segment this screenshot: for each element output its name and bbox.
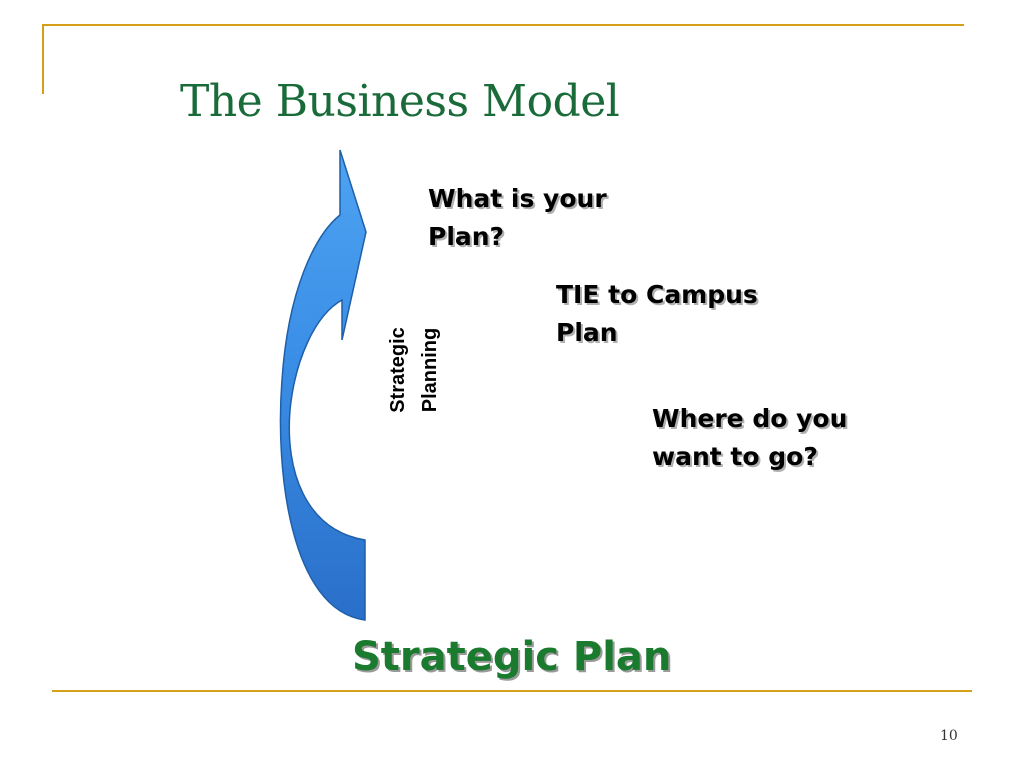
arrow-shape <box>279 149 367 621</box>
question-plan-line1: What is your <box>428 184 607 213</box>
slide-title: The Business Model <box>180 76 620 127</box>
question-goal: Where do you want to go? <box>652 400 912 476</box>
arrow-label-line2: Planning <box>419 327 441 413</box>
question-campus-line1: TIE to Campus <box>556 280 758 309</box>
question-goal-line2: want to go? <box>652 442 818 471</box>
frame-top-line <box>42 24 964 26</box>
question-campus: TIE to Campus Plan <box>556 276 826 352</box>
strategic-plan-heading: Strategic Plan <box>352 634 672 680</box>
question-plan-line2: Plan? <box>428 222 505 251</box>
page-number: 10 <box>940 728 958 744</box>
curved-up-arrow <box>279 149 367 621</box>
question-campus-line2: Plan <box>556 318 618 347</box>
question-plan: What is your Plan? <box>428 180 668 256</box>
question-goal-line1: Where do you <box>652 404 848 433</box>
frame-bottom-line <box>52 690 972 692</box>
arrow-label-line1: Strategic <box>387 327 409 413</box>
frame-left-line <box>42 24 44 94</box>
